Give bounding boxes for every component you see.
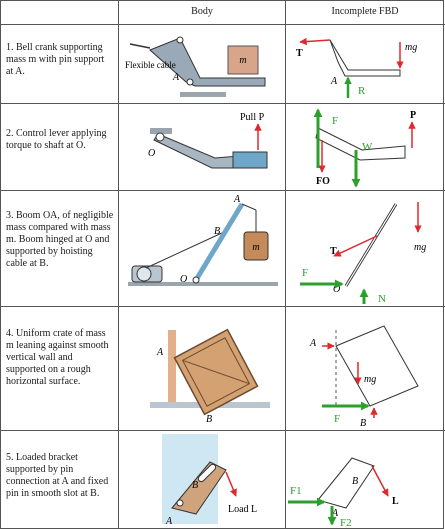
pivot-o <box>155 132 165 142</box>
label-a: A <box>156 347 164 358</box>
pivot-o-label: O <box>148 148 155 159</box>
added-f2-label: F2 <box>340 517 352 529</box>
load-arrow <box>371 465 389 497</box>
row-1-body-diagram: m Flexible cable A <box>125 36 266 97</box>
label-a: A <box>165 516 173 527</box>
label-b: B <box>214 226 220 237</box>
label-b: B <box>360 418 366 429</box>
added-f-label: F <box>302 267 308 279</box>
tension-arrow <box>333 235 378 257</box>
crate-brace <box>182 359 250 385</box>
row-divider <box>0 430 445 431</box>
load-arrow <box>225 471 237 497</box>
added-f1-label: F1 <box>290 485 302 497</box>
row-2-body-diagram: O Pull P <box>148 112 268 169</box>
label-b: B <box>206 414 212 425</box>
label-a: A <box>233 194 241 205</box>
added-reaction-label: R <box>358 85 366 97</box>
ground-base <box>180 92 226 97</box>
row-divider <box>0 306 445 307</box>
column-divider <box>285 0 286 529</box>
hinge-o <box>192 276 200 284</box>
row-divider <box>0 103 445 104</box>
weight-label: mg <box>405 42 417 53</box>
mass-label: m <box>239 55 246 66</box>
cable-line <box>129 43 151 49</box>
row-5-description: 5. Loaded bracket supported by pin conne… <box>6 452 109 499</box>
vertical-wall <box>168 330 176 405</box>
mass-label: m <box>252 242 259 253</box>
fbd-pull-label: P <box>410 110 416 121</box>
pin-a <box>186 78 194 86</box>
row-4-fbd: A mg F B <box>309 325 419 429</box>
shaft-mount <box>150 128 172 134</box>
added-n-label: N <box>378 293 386 305</box>
tension-label: T <box>296 48 303 59</box>
pin-a-label: A <box>172 72 180 83</box>
tension-arrow <box>299 37 331 46</box>
label-o: O <box>333 284 340 295</box>
fbd-crate-outline <box>335 325 419 407</box>
ground-base <box>128 282 278 286</box>
row-1-description: 1. Bell crank supporting mass m with pin… <box>6 42 105 77</box>
lever-handle <box>232 151 268 169</box>
column-divider <box>118 0 119 529</box>
load-label: L <box>392 496 399 507</box>
row-divider <box>0 24 445 25</box>
row-3-description: 3. Boom OA, of negligible mass compared … <box>6 210 114 269</box>
boom-tip <box>241 203 257 211</box>
load-label: Load L <box>228 504 257 515</box>
label-a: A <box>309 338 317 349</box>
header-fbd: Incomplete FBD <box>331 6 399 17</box>
row-divider <box>0 190 445 191</box>
fbd-boom-inner <box>345 203 397 287</box>
row-3-fbd: T mg O F N <box>300 202 426 305</box>
hoist-cable <box>145 231 225 269</box>
label-b: B <box>192 480 198 491</box>
label-a: A <box>331 508 339 519</box>
boom-oa <box>193 202 245 282</box>
pin-a <box>176 499 184 507</box>
row-4-description: 4. Uniform crate of mass m leaning again… <box>6 328 109 387</box>
added-w-label: W <box>362 141 373 153</box>
weight-label: mg <box>414 242 426 253</box>
hanging-mass <box>243 231 269 261</box>
mass-block <box>227 45 259 75</box>
row-5-fbd: L B A F1 F2 <box>288 457 399 529</box>
crank-pin-top <box>176 36 184 44</box>
added-f-label: F <box>334 413 340 425</box>
row-2-fbd: FO P F W <box>313 108 416 188</box>
weight-label: mg <box>364 374 376 385</box>
label-o: O <box>180 274 187 285</box>
header-body: Body <box>191 6 213 17</box>
label-b: B <box>352 476 358 487</box>
fbd-bracket-outline <box>317 457 375 509</box>
row-1-fbd: T mg A R <box>296 37 417 98</box>
slot-b <box>197 463 217 483</box>
reaction-fo-label: FO <box>316 176 330 187</box>
fbd-crank-outline <box>329 39 401 77</box>
row-3-body-diagram: m A B O <box>128 194 278 286</box>
pull-label: Pull P <box>240 112 265 123</box>
row-5-body-diagram: A B Load L <box>162 434 257 527</box>
crate-inner <box>181 337 251 407</box>
row-4-body-diagram: A B <box>150 328 270 425</box>
fbd-lever-outline <box>315 127 406 161</box>
row-2-description: 2. Control lever applying torque to shaf… <box>6 128 107 151</box>
tension-label: T <box>330 246 337 257</box>
winch-wheel <box>136 266 152 282</box>
added-f-label: F <box>332 115 338 127</box>
fbd-pin-label: A <box>330 76 338 87</box>
cable-label: Flexible cable <box>125 60 176 70</box>
crate <box>173 328 259 416</box>
bracket <box>171 461 227 515</box>
